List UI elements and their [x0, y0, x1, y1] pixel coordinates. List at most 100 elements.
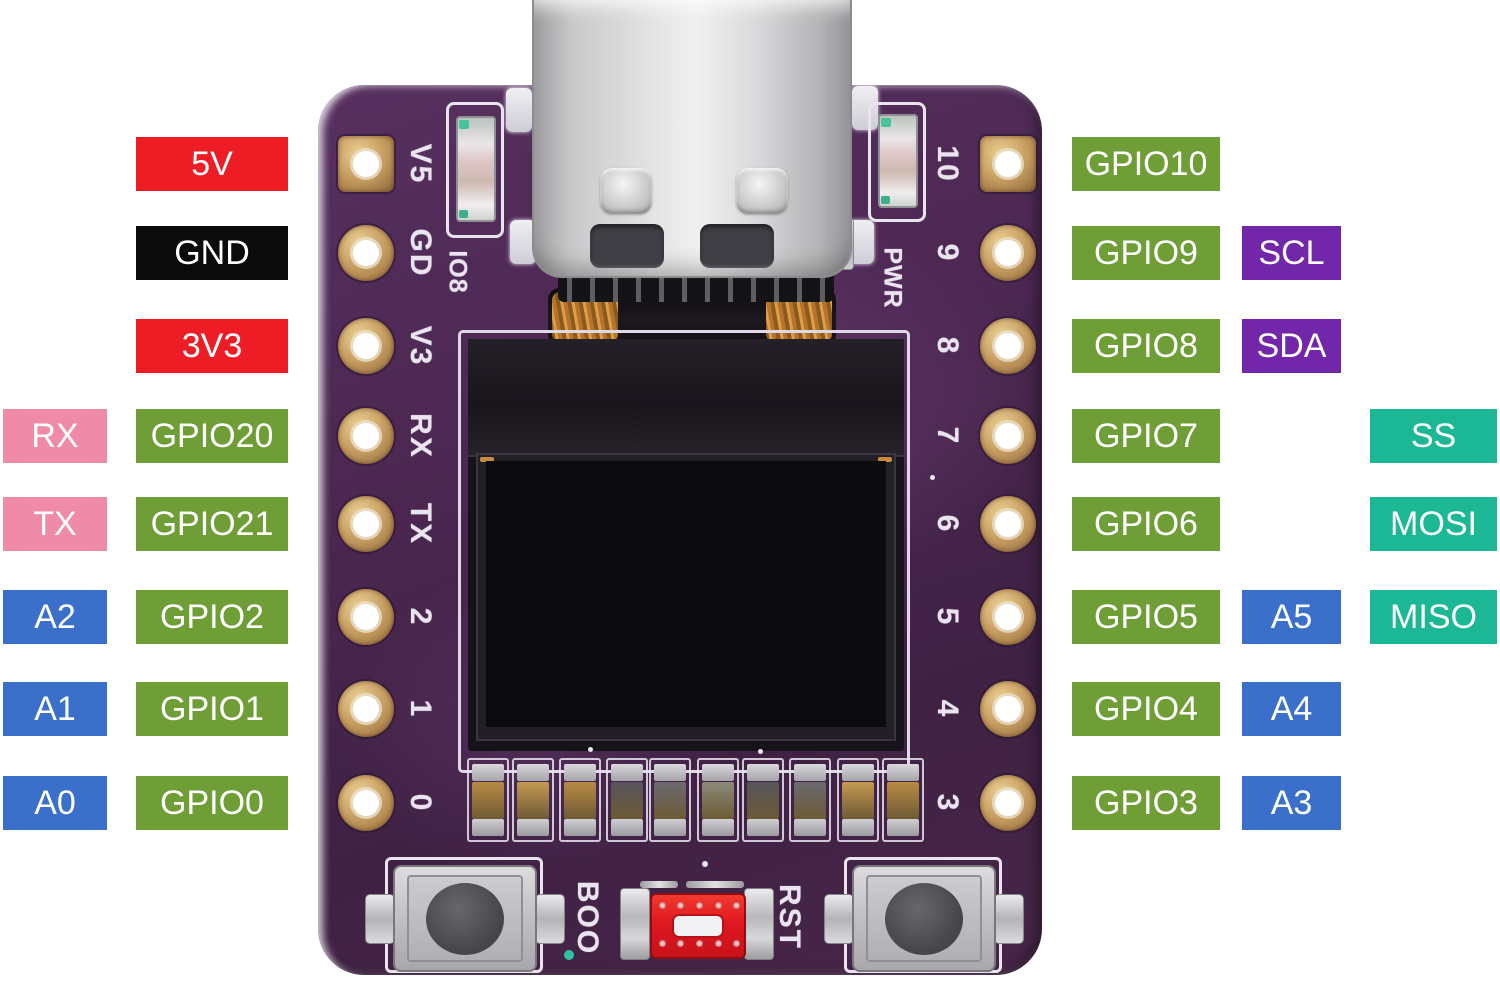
red-component-dot — [715, 940, 722, 947]
button-tab — [994, 894, 1024, 944]
pin-label-gpio10: GPIO10 — [1072, 137, 1220, 191]
pin-label-gpio4: GPIO4 — [1072, 682, 1220, 736]
oled-corner-glint — [480, 457, 494, 462]
power-led — [878, 114, 918, 208]
smd-component — [559, 758, 601, 842]
via-dot — [930, 475, 935, 480]
pin-label-gpio2: GPIO2 — [136, 590, 288, 644]
via-dot — [758, 749, 763, 754]
smd-component — [649, 758, 691, 842]
usb-shell-dimple — [736, 168, 788, 214]
pin-label-a1: A1 — [3, 682, 107, 736]
led-silkscreen-bracket — [868, 102, 926, 222]
through-hole-pin-left-row3 — [338, 318, 394, 374]
red-component-cap — [744, 888, 774, 960]
oled-corner-glint — [878, 457, 892, 462]
pin-label-a2: A2 — [3, 590, 107, 644]
component-lead — [686, 881, 744, 888]
pin-label-tx: TX — [3, 497, 107, 551]
through-hole-pin-right-row5 — [980, 496, 1036, 552]
silk-label-left-0: 0 — [404, 793, 437, 813]
through-hole-pin-left-row1 — [338, 136, 394, 192]
silk-label-right-8: 8 — [931, 336, 964, 356]
boot-button — [393, 865, 537, 972]
io8-silkscreen-label: IO8 — [443, 250, 472, 294]
boot-silkscreen-label: BOO — [571, 880, 604, 956]
usb-anchor-pad — [510, 220, 536, 264]
smd-component — [837, 758, 879, 842]
pin-label-a4: A4 — [1242, 682, 1341, 736]
silk-label-right-6: 6 — [931, 514, 964, 534]
silk-label-left-1: 1 — [404, 699, 437, 719]
pin-label-a5: A5 — [1242, 590, 1341, 644]
usb-anchor-pad — [506, 88, 532, 132]
pin-label-sda: SDA — [1242, 319, 1341, 373]
pin-label-gpio1: GPIO1 — [136, 682, 288, 736]
button-tab — [535, 894, 565, 944]
pin-label-ss: SS — [1370, 409, 1497, 463]
smd-component — [467, 758, 509, 842]
pin-label-rx: RX — [3, 409, 107, 463]
through-hole-pin-left-row2 — [338, 225, 394, 281]
silk-label-right-10: 10 — [931, 145, 964, 183]
usb-shell-notch — [590, 224, 664, 268]
through-hole-pin-left-row4 — [338, 408, 394, 464]
silk-label-left-2: 2 — [404, 607, 437, 627]
red-component-dot — [733, 902, 740, 909]
red-component-dot — [715, 902, 722, 909]
pin-label-gnd: GND — [136, 226, 288, 280]
pin-label-miso: MISO — [1370, 590, 1497, 644]
silk-label-right-4: 4 — [931, 699, 964, 719]
via-dot — [588, 747, 593, 752]
smd-component — [697, 758, 739, 842]
reset-button — [852, 865, 996, 972]
through-hole-pin-right-row2 — [980, 225, 1036, 281]
button-tab — [824, 894, 854, 944]
red-component-dot — [696, 940, 703, 947]
through-hole-pin-right-row6 — [980, 589, 1036, 645]
through-hole-pin-right-row1 — [980, 136, 1036, 192]
through-hole-pin-left-row5 — [338, 496, 394, 552]
oled-glass — [476, 453, 896, 741]
pin-label-gpio20: GPIO20 — [136, 409, 288, 463]
via-dot — [564, 950, 574, 960]
pin-label-5v: 5V — [136, 137, 288, 191]
red-component-cap — [620, 888, 650, 960]
silk-label-left-v3: V3 — [404, 325, 437, 367]
pin-label-a0: A0 — [3, 776, 107, 830]
through-hole-pin-right-row7 — [980, 681, 1036, 737]
pin-label-mosi: MOSI — [1370, 497, 1497, 551]
silk-label-right-9: 9 — [931, 243, 964, 263]
silk-label-right-7: 7 — [931, 426, 964, 446]
through-hole-pin-left-row6 — [338, 589, 394, 645]
red-component-dot — [659, 940, 666, 947]
pin-label-gpio6: GPIO6 — [1072, 497, 1220, 551]
smd-component — [789, 758, 831, 842]
smd-component — [742, 758, 784, 842]
led-silkscreen-bracket — [446, 102, 504, 238]
usb-c-connector — [532, 0, 852, 278]
through-hole-pin-right-row4 — [980, 408, 1036, 464]
pin-label-gpio3: GPIO3 — [1072, 776, 1220, 830]
oled-display — [468, 339, 904, 751]
pwr-silkscreen-label: PWR — [878, 247, 907, 309]
silk-label-right-3: 3 — [931, 793, 964, 813]
red-component-dot — [659, 902, 666, 909]
button-tab — [365, 894, 395, 944]
usb-shell-notch — [700, 224, 774, 268]
smd-component — [882, 758, 924, 842]
through-hole-pin-right-row8 — [980, 775, 1036, 831]
pin-label-gpio7: GPIO7 — [1072, 409, 1220, 463]
through-hole-pin-left-row8 — [338, 775, 394, 831]
pin-label-gpio5: GPIO5 — [1072, 590, 1220, 644]
pin-label-gpio8: GPIO8 — [1072, 319, 1220, 373]
component-lead — [640, 881, 678, 888]
via-dot — [702, 861, 708, 867]
oled-bond-band — [468, 339, 904, 457]
pin-label-gpio21: GPIO21 — [136, 497, 288, 551]
red-component-dot — [677, 902, 684, 909]
through-hole-pin-right-row3 — [980, 318, 1036, 374]
red-component-dot — [677, 940, 684, 947]
pin-label-scl: SCL — [1242, 226, 1341, 280]
